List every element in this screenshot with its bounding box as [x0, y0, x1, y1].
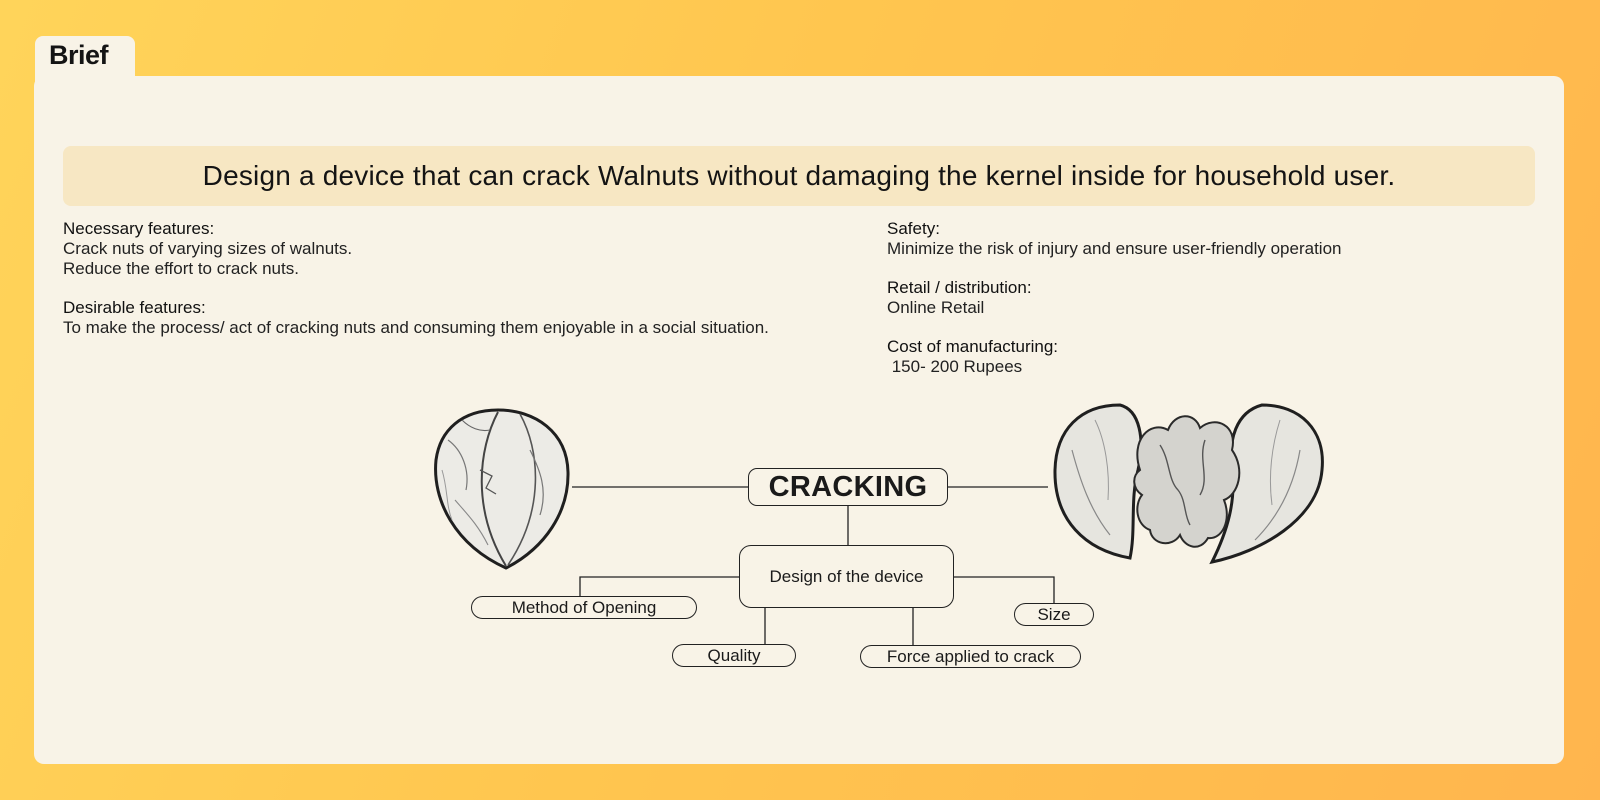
retail-heading: Retail / distribution: — [887, 278, 1032, 297]
brief-tab-label: Brief — [49, 40, 109, 70]
retail-block: Retail / distribution: Online Retail — [887, 278, 1537, 318]
cost-heading: Cost of manufacturing: — [887, 337, 1059, 356]
branch-quality-label: Quality — [707, 645, 761, 665]
hub-node-label: Design of the device — [769, 566, 924, 586]
desirable-feature-line: To make the process/ act of cracking nut… — [63, 318, 769, 337]
branch-size[interactable]: Size — [1014, 603, 1094, 626]
branch-method-of-opening[interactable]: Method of Opening — [471, 596, 697, 619]
necessary-features-heading: Necessary features: — [63, 219, 215, 238]
brief-card: Design a device that can crack Walnuts w… — [34, 76, 1564, 764]
left-column: Necessary features: Crack nuts of varyin… — [63, 219, 863, 357]
cost-line: 150- 200 Rupees — [887, 357, 1023, 376]
safety-line: Minimize the risk of injury and ensure u… — [887, 239, 1342, 258]
safety-heading: Safety: — [887, 219, 940, 238]
desirable-features-heading: Desirable features: — [63, 298, 206, 317]
branch-method-label: Method of Opening — [511, 597, 657, 617]
desirable-features-block: Desirable features: To make the process/… — [63, 298, 863, 338]
cracked-walnut-sketch — [1053, 403, 1324, 565]
branch-size-label: Size — [1037, 604, 1071, 624]
whole-walnut-sketch — [434, 408, 570, 570]
necessary-feature-line: Crack nuts of varying sizes of walnuts. — [63, 239, 353, 258]
right-column: Safety: Minimize the risk of injury and … — [887, 219, 1537, 396]
brief-statement: Design a device that can crack Walnuts w… — [202, 160, 1396, 191]
branch-force-label: Force applied to crack — [886, 646, 1055, 666]
branch-force-applied[interactable]: Force applied to crack — [860, 645, 1081, 668]
branch-quality[interactable]: Quality — [672, 644, 796, 667]
hub-node-design[interactable]: Design of the device — [739, 545, 954, 608]
center-node-cracking[interactable]: CRACKING — [748, 468, 948, 506]
necessary-features-block: Necessary features: Crack nuts of varyin… — [63, 219, 863, 279]
necessary-feature-line: Reduce the effort to crack nuts. — [63, 259, 299, 278]
center-node-label: CRACKING — [768, 470, 928, 503]
retail-line: Online Retail — [887, 298, 985, 317]
cost-block: Cost of manufacturing: 150- 200 Rupees — [887, 337, 1537, 377]
brief-statement-banner: Design a device that can crack Walnuts w… — [63, 146, 1535, 206]
safety-block: Safety: Minimize the risk of injury and … — [887, 219, 1537, 259]
